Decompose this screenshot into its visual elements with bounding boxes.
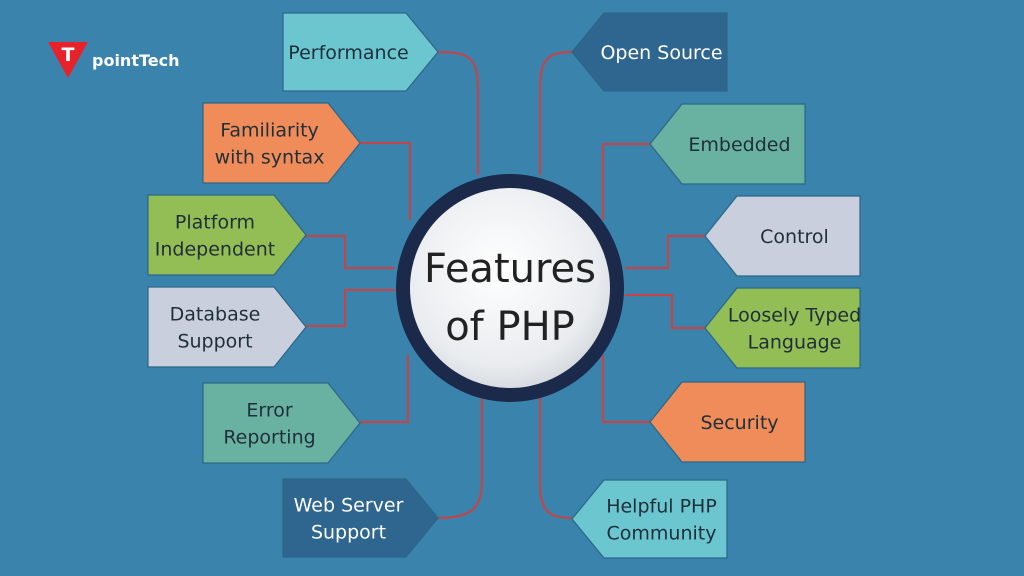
connector-performance	[437, 50, 480, 175]
feature-shape-control	[704, 195, 861, 277]
connector-database	[306, 288, 395, 328]
brand-logo: T pointTech	[48, 42, 179, 78]
hub-title-line-1: of PHP	[445, 304, 575, 350]
feature-label-control-0: Control	[760, 226, 829, 248]
feature-shape-performance	[282, 12, 439, 92]
feature-label-community-1: Community	[607, 523, 717, 545]
feature-shape-security	[649, 381, 806, 463]
feature-label-error-1: Reporting	[223, 427, 315, 449]
feature-shape-embedded	[649, 103, 806, 185]
feature-label-platform-0: Platform	[175, 212, 255, 234]
feature-label-familiarity-1: with syntax	[215, 147, 325, 169]
feature-shape-community	[571, 479, 728, 559]
connector-control	[625, 234, 705, 270]
feature-label-database-1: Support	[177, 331, 252, 353]
feature-shape-webserver	[282, 478, 439, 558]
feature-label-embedded-0: Embedded	[688, 134, 790, 156]
brand-name: pointTech	[92, 50, 180, 70]
feature-label-security-0: Security	[700, 412, 778, 434]
logo-triangle-icon	[48, 42, 88, 78]
feature-shape-loosely	[704, 287, 861, 369]
connector-community	[538, 395, 573, 520]
feature-shape-platform	[147, 194, 307, 276]
feature-label-loosely-0: Loosely Typed	[728, 305, 861, 327]
hub-circle: Features of PHP	[396, 174, 624, 402]
feature-node-control: Control	[704, 195, 861, 277]
connector-security	[601, 355, 650, 424]
connector-familiarity	[360, 141, 412, 220]
feature-node-security: Security	[649, 381, 806, 463]
feature-shape-familiarity	[202, 102, 361, 184]
feature-node-community: Helpful PHP Community	[571, 479, 728, 559]
connector-platform	[306, 234, 395, 270]
logo-letter: T	[61, 44, 75, 66]
connector-embedded	[601, 142, 650, 220]
feature-label-familiarity-0: Familiarity	[220, 120, 319, 142]
feature-label-opensource-0: Open Source	[600, 42, 722, 64]
feature-shape-error	[202, 382, 361, 464]
feature-shape-database	[147, 286, 307, 368]
logo-mark: T	[48, 42, 88, 78]
connector-lines	[306, 50, 705, 520]
feature-node-familiarity: Familiarity with syntax	[202, 102, 361, 184]
connector-opensource	[538, 50, 573, 175]
feature-label-webserver-1: Support	[311, 522, 386, 544]
feature-label-performance-0: Performance	[288, 42, 408, 64]
feature-label-database-0: Database	[170, 304, 261, 326]
connector-webserver	[437, 395, 484, 520]
feature-label-platform-1: Independent	[155, 239, 275, 261]
feature-shape-opensource	[571, 12, 728, 92]
hub-title-line-0: Features	[424, 246, 596, 292]
feature-label-loosely-1: Language	[748, 332, 842, 354]
feature-node-embedded: Embedded	[649, 103, 806, 185]
connector-loosely	[625, 293, 705, 330]
feature-label-community-0: Helpful PHP	[606, 496, 717, 518]
feature-label-webserver-0: Web Server	[294, 495, 404, 517]
feature-node-opensource: Open Source	[571, 12, 728, 92]
feature-node-performance: Performance	[282, 12, 439, 92]
feature-label-error-0: Error	[246, 400, 293, 422]
connector-error	[360, 355, 410, 424]
hub-inner	[410, 188, 610, 388]
